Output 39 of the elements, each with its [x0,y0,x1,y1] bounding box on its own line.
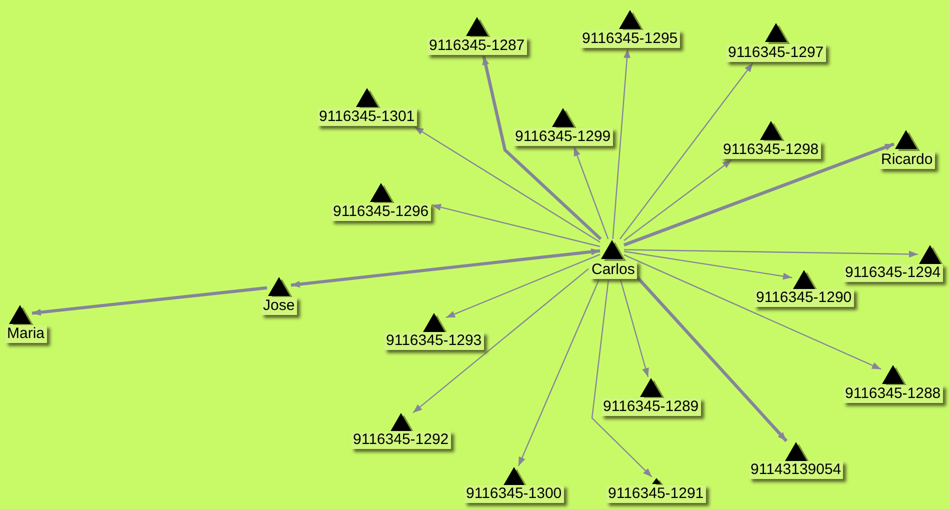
arrow [573,146,609,240]
arrow [620,280,649,378]
node-label: 9116345-1288 [843,385,943,403]
node-label: 9116345-1289 [601,398,701,416]
node-label: Maria [5,325,47,343]
double-arrow [290,248,600,288]
node-label: 9116345-1293 [384,332,484,350]
arrow [412,268,589,414]
node-label: 9116345-1295 [580,30,680,48]
node-label: 9116345-1299 [513,128,613,146]
node-label: 9116345-1297 [726,44,826,62]
arrow [482,56,602,240]
node-label: 9116345-1300 [464,485,564,503]
arrow [414,126,600,243]
node-label: 9116345-1292 [351,431,451,449]
node-label: 91143139054 [748,461,844,479]
arrow [32,286,268,316]
arrow [624,254,882,370]
arrow [624,160,732,241]
arrow [624,250,792,280]
node-label: 9116345-1290 [754,289,854,307]
node-label: 9116345-1301 [317,108,417,126]
node-label: Carlos [590,261,637,279]
arrow [624,249,918,258]
node-label: 9116345-1287 [427,37,527,55]
node-label: 9116345-1296 [331,203,431,221]
node-label: 9116345-1294 [843,264,943,282]
node-label: 9116345-1298 [721,141,821,159]
arrow [636,276,788,442]
arrow [518,280,600,466]
node-label: Jose [261,297,297,315]
arrow [446,254,600,318]
arrow [619,62,754,240]
node-label: 9116345-1291 [606,485,706,503]
arrow [623,142,895,246]
arrow [591,280,652,478]
arrow [612,48,630,240]
arrow [432,204,600,248]
node-label: Ricardo [879,151,935,169]
